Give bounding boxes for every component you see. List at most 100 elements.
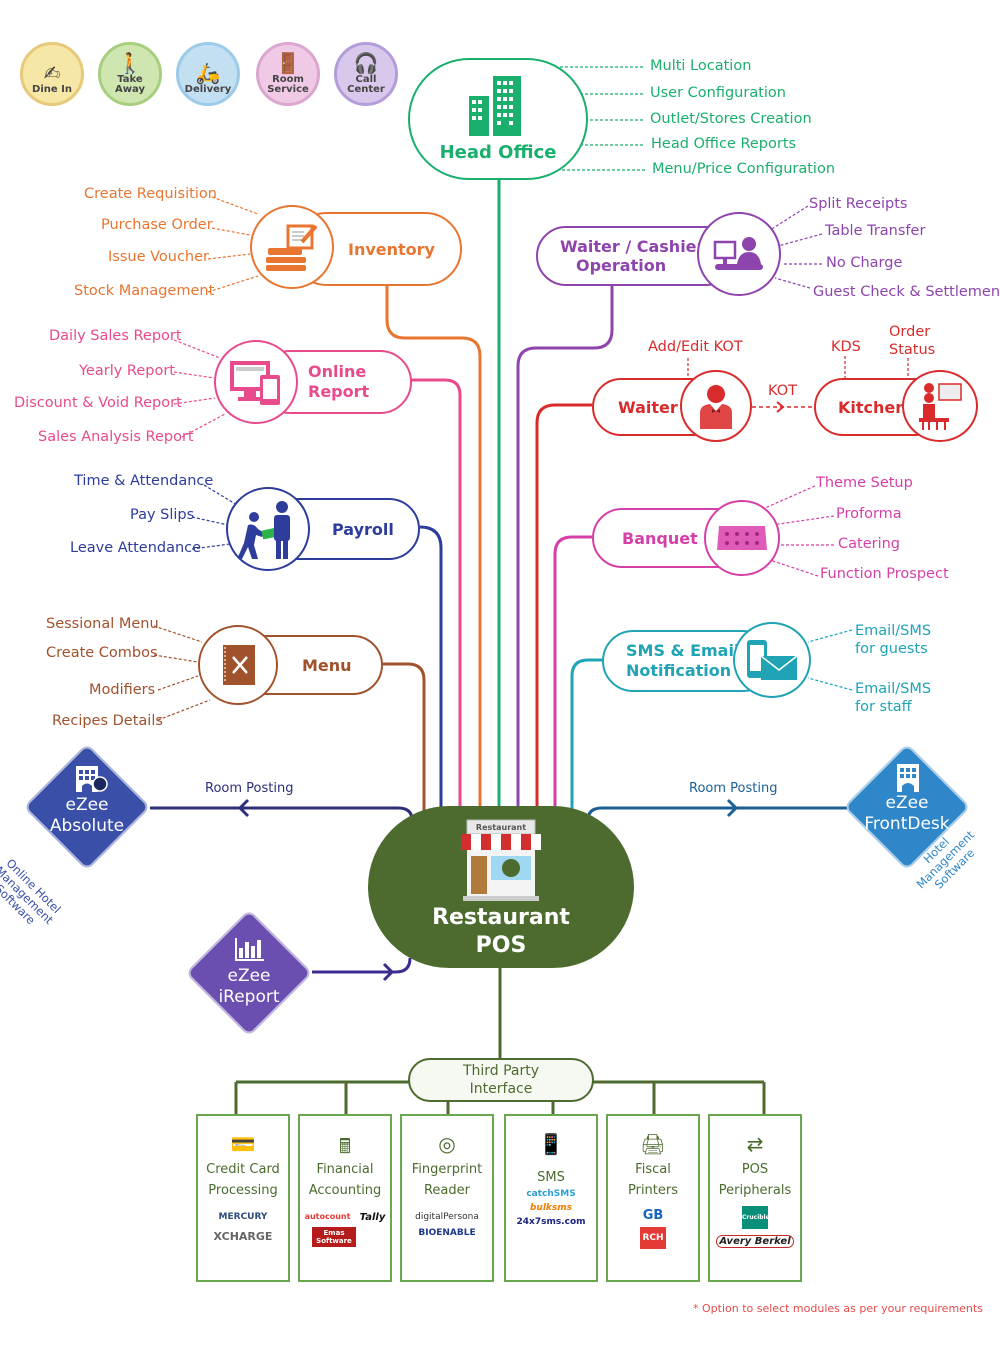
menu-feature: Recipes Details [52,713,163,729]
banquet-feature: Catering [838,536,901,552]
inventory-feature: Purchase Order [101,217,213,233]
footnote: * Option to select modules as per your r… [693,1302,983,1315]
logo-emas-software: Emas Software [312,1227,356,1247]
logo-mercury: MERCURY [218,1212,268,1222]
third-party-pos-peripherals[interactable]: ⇄ POS Peripherals Crucible Avery Berkel [708,1114,802,1282]
menu-feature: Modifiers [89,682,156,698]
bar-chart-icon [235,938,264,961]
sms-email-feature: Email/SMS for staff [855,681,932,715]
head-office-feature: User Configuration [650,85,786,101]
phone-envelope-icon [747,640,798,680]
kitchen-icon-circle [902,370,978,442]
logo-tally: Tally [359,1212,386,1223]
logo-crucible: Crucible [742,1206,770,1229]
third-party-interface-node[interactable]: Third Party Interface [408,1058,594,1102]
call-center-icon: 🎧 [353,51,379,75]
logo-autocount: autocount [304,1212,351,1221]
waiter-icon-circle [680,370,752,442]
banquet-feature: Theme Setup [816,475,913,491]
logo-avery-berkel: Avery Berkel [716,1235,794,1248]
online-report-feature: Sales Analysis Report [38,429,194,445]
ezee-frontdesk-label: eZee FrontDesk [864,793,950,834]
delivery-icon: 🛵 [195,61,221,85]
head-office-feature: Menu/Price Configuration [652,161,836,177]
buildings-icon [469,75,521,136]
take-away-icon: 🚶 [117,51,143,75]
head-office-feature: Head Office Reports [651,136,797,152]
waiter-cashier-feature: Guest Check & Settlement [813,284,1000,300]
banquet-icon-circle [704,500,780,576]
credit-card-icon: 💳 [230,1132,256,1156]
room-posting-left-label: Room Posting [205,781,294,796]
third-party-credit-card[interactable]: 💳 Credit Card Processing MERCURY XCHARGE [196,1114,290,1282]
logo-rch: RCH [640,1227,666,1249]
third-party-financial-accounting[interactable]: 🖩 Financial Accounting autocount Tally E… [298,1114,392,1282]
head-office-node[interactable]: Head Office [408,58,588,180]
restaurant-pos-title: Restaurant POS [432,905,570,958]
payroll-feature: Leave Attendance [70,540,202,556]
kitchen-feature-order-status: Order Status [889,324,936,358]
kot-link-label: KOT [768,383,797,399]
waiter-cashier-feature: No Charge [826,255,903,271]
banquet-feature: Function Prospect [820,566,949,582]
room-service-icon: 🚪 [275,51,301,75]
cashier-desk-icon [713,237,763,270]
service-room-service: 🚪 Room Service [256,42,320,106]
ezee-ireport-label: eZee iReport [218,966,280,1007]
sms-email-icon-circle [733,622,811,698]
banquet-hall-icon [717,526,767,550]
chef-kds-icon [919,383,962,430]
ezee-absolute-label: eZee Absolute [49,795,125,836]
online-report-feature: Daily Sales Report [49,328,182,344]
hotel-globe-icon [76,766,108,792]
logo-24x7sms: 24x7sms.com [516,1217,586,1227]
logo-bulksms: bulksms [529,1203,572,1213]
third-party-sms[interactable]: 📱 SMS catchSMS bulksms 24x7sms.com [504,1114,598,1282]
service-call-center: 🎧 Call Center [334,42,398,106]
inventory-feature: Create Requisition [84,186,217,202]
inventory-feature: Issue Voucher [108,249,210,265]
service-dine-in: ✍ Dine In [20,42,84,106]
service-delivery: 🛵 Delivery [176,42,240,106]
restaurant-storefront-icon: Restaurant [461,819,541,901]
menu-icon-circle [198,625,278,705]
inventory-icon [266,224,318,271]
head-office-feature: Outlet/Stores Creation [650,111,812,127]
fingerprint-icon: ◎ [438,1132,456,1156]
third-party-fiscal-printers[interactable]: 🖨 Fiscal Printers GB RCH [606,1114,700,1282]
menu-feature: Create Combos [46,645,158,661]
waiter-feature: Add/Edit KOT [648,339,743,355]
payroll-feature: Pay Slips [130,507,195,523]
inventory-feature: Stock Management [74,283,215,299]
logo-bioenable: BIOENABLE [418,1228,476,1238]
menu-feature: Sessional Menu [46,616,159,632]
hotel-icon [897,764,919,792]
logo-gb: GB [642,1208,664,1223]
service-take-away: 🚶 Take Away [98,42,162,106]
banquet-feature: Proforma [836,506,902,522]
inventory-title: Inventory [348,239,435,259]
printer-icon: 🖨 [640,1132,666,1156]
waiter-cashier-icon-circle [697,212,781,296]
store-sign-text: Restaurant [476,823,526,832]
shuffle-icon: ⇄ [746,1132,764,1156]
sms-email-feature: Email/SMS for guests [855,623,932,657]
waiter-cashier-feature: Split Receipts [809,196,908,212]
room-posting-right-label: Room Posting [689,781,778,796]
online-report-icon-circle [214,340,298,424]
calculator-icon: 🖩 [339,1134,351,1158]
payment-handover-icon [238,501,290,559]
logo-digitalpersona: digitalPersona [415,1212,479,1222]
dine-in-icon: ✍ [43,61,61,85]
payroll-feature: Time & Attendance [74,473,214,489]
inventory-icon-circle [250,205,334,289]
payroll-icon-circle [226,487,310,571]
logo-catchsms: catchSMS [526,1189,576,1199]
third-party-fingerprint-reader[interactable]: ◎ Fingerprint Reader digitalPersona BIOE… [400,1114,494,1282]
head-office-title: Head Office [439,141,557,163]
monitor-tablet-icon [230,361,280,405]
menu-book-icon [223,645,255,685]
kitchen-feature-kds: KDS [831,339,861,355]
logo-xcharge: XCHARGE [213,1230,273,1243]
online-report-feature: Discount & Void Report [14,395,182,411]
